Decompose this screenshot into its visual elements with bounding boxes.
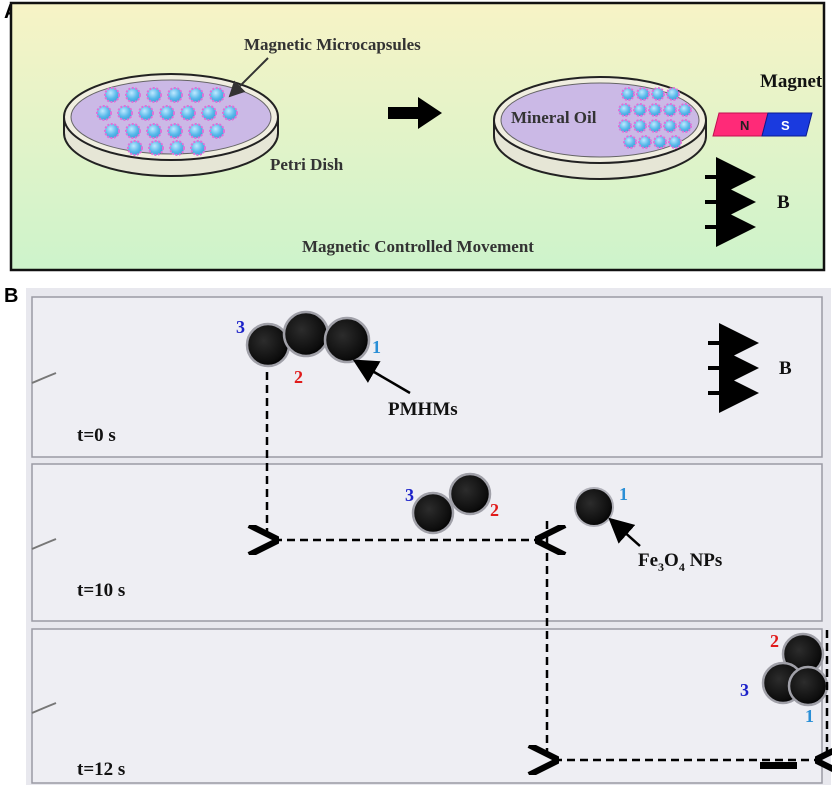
particle-label-1-frame-3: 1 [805,706,814,726]
scale-bar [760,762,797,769]
microcapsule-group [96,87,238,156]
particle-label-3-frame-3: 3 [740,680,749,700]
microcapsule [651,87,665,101]
microcapsule [618,119,632,133]
microcapsule [148,140,164,156]
label-petri-dish: Petri Dish [270,155,344,174]
channel-frame-2 [31,463,823,622]
microcapsule [159,105,175,121]
particle-label-2-frame-3: 2 [770,631,779,651]
microcapsule [623,135,637,149]
microcapsule [169,140,185,156]
label-magnetic-microcapsules: Magnetic Microcapsules [244,35,421,54]
sphere-3-frame-1 [245,322,291,368]
microcapsule [633,119,647,133]
microcapsule [127,140,143,156]
microcapsule [638,135,652,149]
microcapsule [663,119,677,133]
microcapsule [188,87,204,103]
microcapsule [633,103,647,117]
pmhm-pointer [352,359,411,395]
magnet-south-label: S [781,118,790,133]
microcapsule [167,87,183,103]
label-fe3o4-nps: Fe3O4 NPs [638,550,722,574]
sphere-1-frame-3 [787,665,829,707]
particle-label-2-frame-2: 2 [490,500,499,520]
microcapsule [190,140,206,156]
microcapsule [180,105,196,121]
panel-b-letter: B [4,285,18,307]
microcapsule [222,105,238,121]
process-arrow [388,97,442,129]
displacement-marker-2 [545,540,829,760]
microcapsule [666,87,680,101]
microcapsule [636,87,650,101]
microcapsule [663,103,677,117]
nanoparticle-cluster [574,487,614,527]
microcapsule [618,103,632,117]
microcapsule [648,103,662,117]
field-arrows-b [708,323,759,413]
microcapsule [653,135,667,149]
microcapsule [678,103,692,117]
sphere-2-frame-2 [448,472,492,516]
nanoparticle-pointer [608,517,641,547]
channel-frame-1 [31,296,823,458]
time-label-frame-2: t=10 s [77,580,125,601]
microcapsule [201,105,217,121]
microcapsule [648,119,662,133]
microcapsule [678,119,692,133]
label-field-b-b: B [779,358,792,379]
magnet-icon: N S [712,112,813,137]
microcapsule [188,123,204,139]
microcapsule-cluster [618,87,692,149]
microcapsule [125,87,141,103]
particle-label-3-frame-2: 3 [405,485,414,505]
microcapsule [117,105,133,121]
petri-dish-right [493,76,707,180]
microcapsule [668,135,682,149]
particle-label-3-frame-1: 3 [236,317,245,337]
particle-label-2-frame-1: 2 [294,367,303,387]
panel-a-caption: Magnetic Controlled Movement [302,237,534,256]
sphere-2-frame-1 [282,310,330,358]
sphere-1-frame-1 [323,316,371,364]
microcapsule [104,87,120,103]
label-magnet: Magnet [760,71,823,92]
microcapsule [138,105,154,121]
microcapsule [167,123,183,139]
label-pmhms: PMHMs [388,399,458,420]
petri-dish-left [63,73,279,177]
microcapsule [104,123,120,139]
microcapsule [209,123,225,139]
microcapsule [146,87,162,103]
microcapsule [96,105,112,121]
sphere-3-frame-2 [411,491,455,535]
microcapsule-pointer [228,57,269,98]
magnet-north-label: N [740,118,749,133]
microcapsule [621,87,635,101]
time-label-frame-1: t=0 s [77,425,116,446]
label-mineral-oil: Mineral Oil [511,108,597,127]
particle-label-1-frame-1: 1 [372,337,381,357]
particle-label-1-frame-2: 1 [619,484,628,504]
microcapsule [146,123,162,139]
field-arrows-a [705,157,756,247]
label-field-b-a: B [777,192,790,213]
time-label-frame-3: t=12 s [77,759,125,780]
microcapsule [125,123,141,139]
microcapsule [209,87,225,103]
